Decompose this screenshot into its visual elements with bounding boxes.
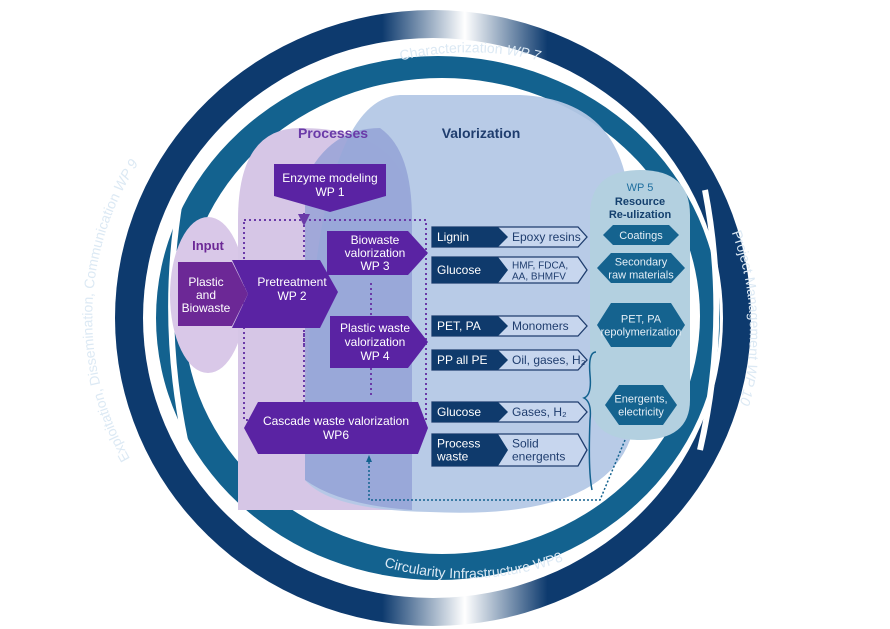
svg-text:valorization: valorization — [345, 246, 406, 260]
row-source-text: PET, PA — [437, 319, 481, 333]
biowaste-valorization-box[interactable]: Biowaste valorization WP 3 — [327, 231, 428, 275]
input-box[interactable]: Plastic and Biowaste — [178, 262, 248, 326]
row-source-text: Glucose — [437, 263, 481, 277]
row-product-text: HMF, FDCA, — [512, 261, 568, 272]
resource-text: Secondary — [615, 257, 668, 269]
svg-text:WP 2: WP 2 — [277, 289, 306, 303]
resource-text: electricity — [618, 407, 664, 419]
svg-text:WP 3: WP 3 — [360, 259, 389, 273]
plastic-valorization-box[interactable]: Plastic waste valorization WP 4 — [330, 316, 428, 368]
row-source-text: Glucose — [437, 405, 481, 419]
row-source-tab — [432, 434, 508, 466]
resource-wp-label: WP 5 — [627, 182, 654, 194]
cascade-valorization-box[interactable]: Cascade waste valorization WP6 — [244, 402, 428, 454]
brace — [582, 351, 597, 491]
svg-text:valorization: valorization — [345, 335, 406, 349]
svg-text:Biowaste: Biowaste — [351, 233, 400, 247]
valorization-label: Valorization — [442, 125, 521, 141]
row-product-text: Epoxy resins — [512, 230, 581, 244]
input-label: Input — [192, 238, 224, 253]
row-source-text: waste — [436, 450, 469, 464]
row-product-text: Gases, H₂ — [512, 405, 567, 419]
row-product-text: Monomers — [512, 319, 569, 333]
resource-hexagon — [597, 303, 685, 347]
svg-text:WP 1: WP 1 — [315, 185, 344, 199]
pretreatment-box[interactable]: Pretreatment WP 2 — [232, 260, 338, 328]
resource-text: repolymerization — [601, 327, 682, 339]
svg-text:Cascade waste valorization: Cascade waste valorization — [263, 414, 409, 428]
resource-hexagon — [605, 385, 677, 425]
valorization-row[interactable]: PET, PA Monomers — [431, 315, 588, 337]
valorization-row[interactable]: Lignin Epoxy resins — [431, 226, 588, 248]
svg-text:Plastic waste: Plastic waste — [340, 321, 410, 335]
resource-title-2: Re-ulization — [609, 209, 672, 221]
row-product-text: energents — [512, 450, 565, 464]
resource-item[interactable]: Energents,electricity — [605, 385, 677, 425]
valorization-row[interactable]: Glucose HMF, FDCA,AA, BHMFV — [431, 256, 588, 284]
resource-text: PET, PA — [621, 314, 662, 326]
svg-text:Biowaste: Biowaste — [182, 301, 231, 315]
resource-text: Energents, — [614, 394, 667, 406]
resource-hexagon — [597, 253, 685, 283]
feedback-line — [368, 439, 626, 501]
svg-text:Enzyme modeling: Enzyme modeling — [282, 171, 377, 185]
valorization-row[interactable]: Glucose Gases, H₂ — [431, 401, 588, 423]
valorization-row[interactable]: PP all PE Oil, gases, H₂ — [431, 349, 588, 371]
row-source-tab — [432, 350, 508, 370]
row-source-tab — [432, 227, 508, 247]
row-source-tab — [432, 257, 508, 283]
resource-title-1: Resource — [615, 196, 665, 208]
enzyme-modeling-box[interactable]: Enzyme modeling WP 1 — [274, 164, 386, 212]
row-source-tab — [432, 316, 508, 336]
resource-text: raw materials — [608, 270, 674, 282]
svg-text:Plastic: Plastic — [188, 275, 223, 289]
row-product-text: Solid — [512, 437, 539, 451]
resource-text: Coatings — [619, 230, 663, 242]
processes-label: Processes — [298, 125, 368, 141]
row-source-text: PP all PE — [437, 353, 487, 367]
row-product-text: Oil, gases, H₂ — [512, 353, 586, 367]
svg-text:WP6: WP6 — [323, 428, 349, 442]
svg-text:Pretreatment: Pretreatment — [257, 275, 327, 289]
row-source-text: Process — [437, 437, 480, 451]
row-source-text: Lignin — [437, 230, 469, 244]
resource-hexagon — [603, 225, 679, 245]
row-product-text: AA, BHMFV — [512, 272, 566, 283]
resource-item[interactable]: Coatings — [603, 225, 679, 245]
row-source-tab — [432, 402, 508, 422]
svg-text:WP 4: WP 4 — [360, 349, 389, 363]
svg-text:and: and — [196, 288, 216, 302]
